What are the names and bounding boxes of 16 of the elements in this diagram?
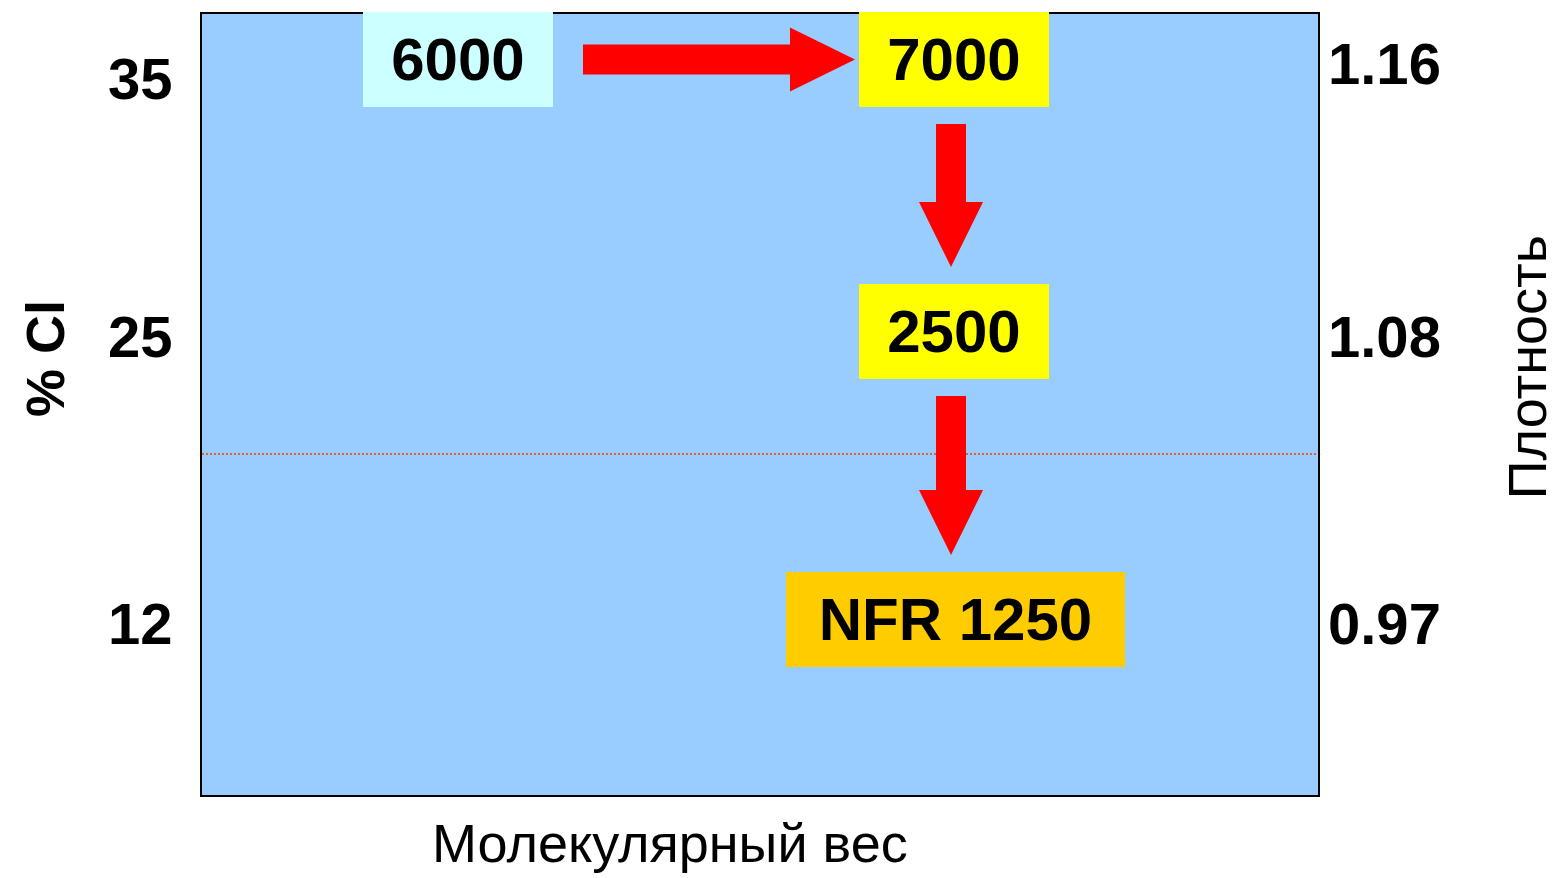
- axis-tick-label: 1.16: [1328, 30, 1441, 97]
- block-arrow: [919, 396, 983, 555]
- axis-title: Плотность: [1496, 235, 1558, 500]
- axis-tick-label: 12: [108, 590, 173, 657]
- value-box: 7000: [859, 12, 1049, 107]
- axis-title: Молекулярный вес: [432, 812, 908, 874]
- value-box: NFR 1250: [786, 572, 1125, 667]
- axis-tick-label: 0.97: [1328, 590, 1441, 657]
- value-box: 6000: [363, 12, 553, 107]
- axis-title: % Cl: [14, 300, 76, 418]
- axis-tick-label: 25: [108, 303, 173, 370]
- block-arrow: [583, 27, 855, 92]
- value-box: 2500: [859, 284, 1049, 379]
- axis-tick-label: 35: [108, 45, 173, 112]
- axis-tick-label: 1.08: [1328, 303, 1441, 370]
- block-arrow: [919, 124, 983, 267]
